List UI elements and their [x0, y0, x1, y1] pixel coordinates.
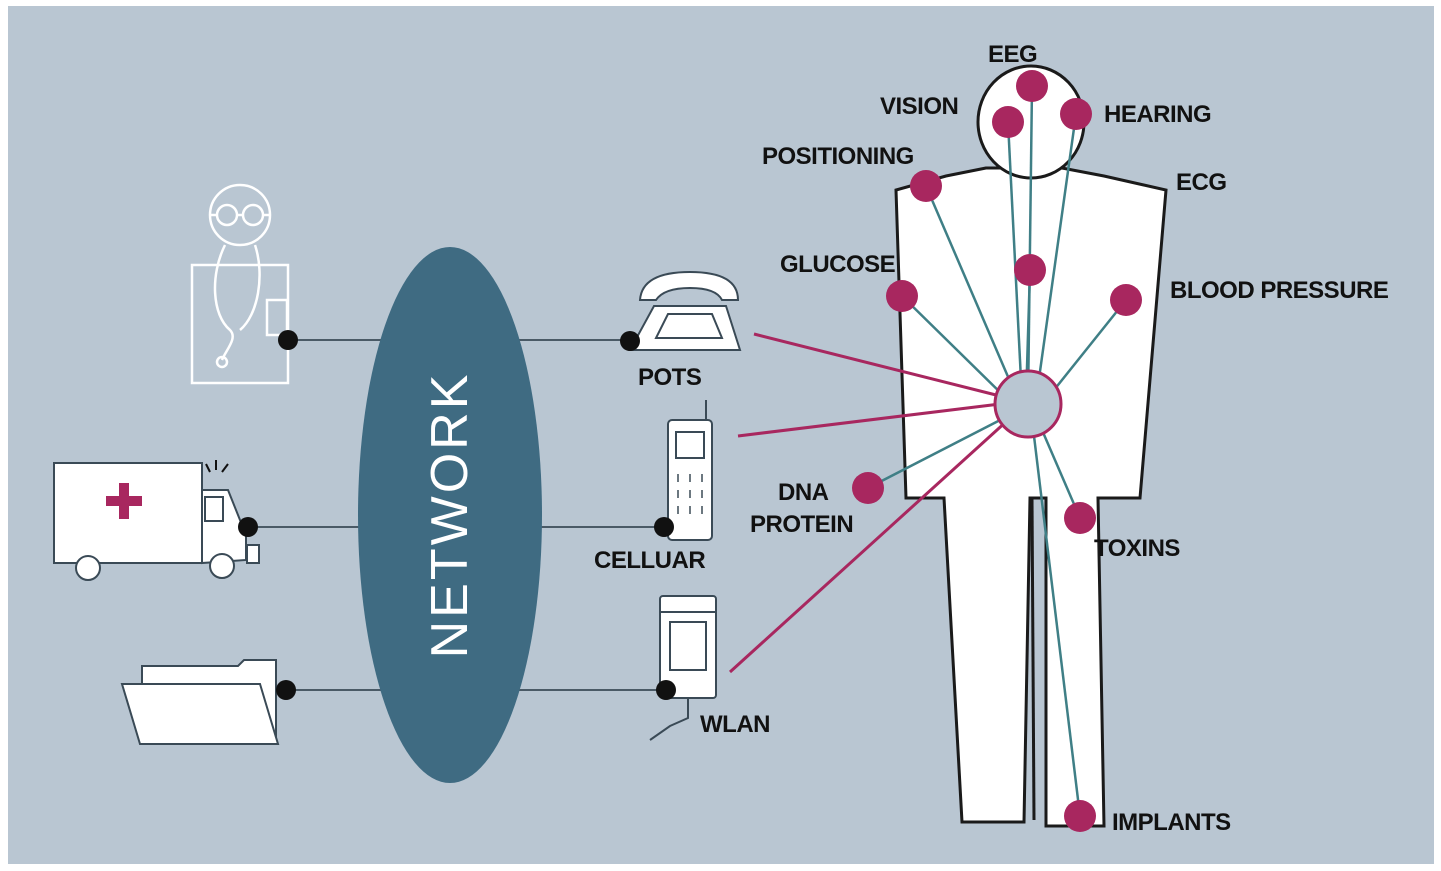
cellular-label: CELLUAR: [594, 547, 705, 574]
pots-connector-dot: [620, 331, 640, 351]
wlan-label: WLAN: [700, 711, 770, 738]
blood-pressure-label: BLOOD PRESSURE: [1170, 277, 1389, 304]
positioning-sensor: [910, 170, 942, 202]
network-ellipse: NETWORK: [358, 247, 542, 783]
toxins-sensor: [1064, 502, 1096, 534]
blood-pressure-sensor: [1110, 284, 1142, 316]
pots-label: POTS: [638, 364, 702, 391]
cellphone-icon: [668, 400, 712, 540]
ambulance-connector-dot: [238, 517, 258, 537]
dna-protein-sensor: [852, 472, 884, 504]
hearing-sensor: [1060, 98, 1092, 130]
cellular-connector-dot: [654, 517, 674, 537]
network-label: NETWORK: [421, 372, 479, 659]
dna-label: DNA: [778, 479, 829, 506]
eeg-sensor: [1016, 70, 1048, 102]
hearing-label: HEARING: [1104, 101, 1211, 128]
vision-label: VISION: [880, 93, 958, 120]
protein-label: PROTEIN: [750, 511, 853, 538]
body-hub-node: [995, 371, 1061, 437]
ecg-sensor: [1014, 254, 1046, 286]
folder-connector-dot: [276, 680, 296, 700]
ecg-label: ECG: [1176, 169, 1227, 196]
doctor-connector-dot: [278, 330, 298, 350]
eeg-label: EEG: [988, 41, 1037, 68]
toxins-label: TOXINS: [1094, 535, 1180, 562]
implants-sensor: [1064, 800, 1096, 832]
positioning-label: POSITIONING: [762, 143, 914, 170]
implants-label: IMPLANTS: [1112, 809, 1231, 836]
wlan-connector-dot: [656, 680, 676, 700]
glucose-sensor: [886, 280, 918, 312]
folder-icon: [122, 660, 278, 744]
glucose-label: GLUCOSE: [780, 251, 896, 278]
vision-sensor: [992, 106, 1024, 138]
